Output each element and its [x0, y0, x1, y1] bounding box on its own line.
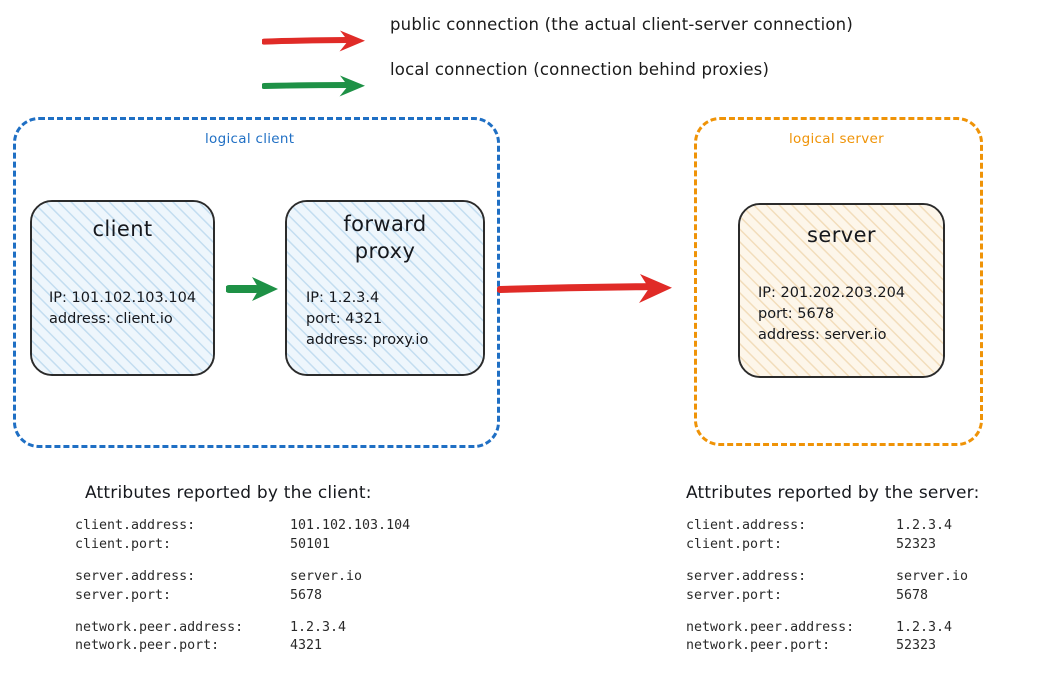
attributes-client-value: 5678: [290, 587, 323, 603]
attributes-client-key: client.address:: [75, 518, 196, 533]
attributes-client-row: network.peer.port: 4321: [75, 637, 410, 656]
attributes-server-group: client.address: 1.2.3.4 client.port: 52323: [686, 517, 980, 555]
connection-client-to-proxy: [226, 277, 278, 301]
attributes-client-value: server.io: [290, 568, 363, 584]
attributes-server-row: client.port: 52323: [686, 536, 980, 555]
attributes-server-row: server.port: 5678: [686, 587, 980, 606]
logical-client-label: logical client: [205, 131, 295, 147]
attributes-client-key: client.port:: [75, 536, 172, 552]
hatch-fill: [32, 202, 213, 374]
attributes-client-value: 4321: [290, 638, 323, 654]
attributes-server-table: client.address: 1.2.3.4 client.port: 52323 s…: [686, 517, 980, 656]
attributes-server-key: server.port:: [686, 587, 783, 603]
attributes-server-group: server.address: server.io server.port: 5678: [686, 568, 980, 606]
attributes-server-key: network.peer.port:: [686, 638, 831, 654]
attributes-server-value: 52323: [896, 638, 937, 654]
node-client[interactable]: client IP: 101.102.103.104 address: clie…: [30, 200, 215, 376]
node-forward-proxy-line: IP: 1.2.3.4: [306, 290, 380, 306]
attributes-server-row: server.address: server.io: [686, 568, 980, 587]
attributes-client-row: client.port: 50101: [75, 536, 410, 555]
attributes-client-value: 50101: [290, 536, 331, 552]
attributes-client-row: server.port: 5678: [75, 587, 410, 606]
attributes-client-key: network.peer.port:: [75, 638, 220, 654]
node-server[interactable]: server IP: 201.202.203.204 port: 5678 ad…: [738, 203, 945, 378]
node-client-line: IP: 101.102.103.104: [49, 290, 197, 306]
attributes-client-value: 101.102.103.104: [290, 518, 411, 533]
node-client-title: client: [92, 217, 153, 241]
attributes-client-value: 1.2.3.4: [290, 619, 347, 635]
arrow-right-icon: [262, 75, 365, 97]
node-forward-proxy-title-line: proxy: [354, 238, 416, 263]
attributes-client-key: server.address:: [75, 568, 196, 584]
attributes-server-row: network.peer.port: 52323: [686, 637, 980, 656]
attributes-server-value: 1.2.3.4: [896, 518, 953, 533]
attributes-client-row: server.address: server.io: [75, 568, 410, 587]
attributes-server-key: client.port:: [686, 536, 783, 552]
attributes-server-key: network.peer.address:: [686, 619, 855, 635]
attributes-client-group: client.address: 101.102.103.104 client.por…: [75, 517, 410, 555]
attributes-client-key: network.peer.address:: [75, 619, 244, 635]
attributes-server-row: network.peer.address: 1.2.3.4: [686, 619, 980, 638]
connection-proxy-to-server: [497, 274, 672, 303]
attributes-client-row: network.peer.address: 1.2.3.4: [75, 619, 410, 638]
logical-server-container: [694, 117, 983, 446]
attributes-client-heading: Attributes reported by the client:: [85, 483, 372, 503]
attributes-server-row: client.address: 1.2.3.4: [686, 517, 980, 536]
hatch-fill: [287, 202, 483, 374]
legend-label-local: local connection (connection behind prox…: [390, 60, 770, 79]
node-server-line: IP: 201.202.203.204: [758, 285, 906, 301]
attributes-client-table: client.address: 101.102.103.104 client.por…: [75, 517, 410, 656]
attributes-server-value: 52323: [896, 536, 937, 552]
attributes-client-row: client.address: 101.102.103.104: [75, 517, 410, 536]
attributes-client-key: server.port:: [75, 587, 172, 603]
attributes-server-block: Attributes reported by the server: clien…: [686, 483, 980, 656]
attributes-server-value: server.io: [896, 568, 969, 584]
attributes-server-value: 5678: [896, 587, 929, 603]
node-forward-proxy-line: address: proxy.io: [306, 332, 429, 349]
node-forward-proxy-details: IP: 1.2.3.4 port: 4321 address: proxy.io: [306, 288, 428, 351]
arrow-right-icon: [262, 30, 365, 52]
logical-server-label: logical server: [789, 131, 885, 147]
legend-label-public: public connection (the actual client-ser…: [390, 15, 853, 34]
attributes-client-block: Attributes reported by the client: clien…: [75, 483, 410, 656]
attributes-server-key: client.address:: [686, 518, 807, 533]
node-server-line: port: 5678: [758, 306, 835, 323]
logical-client-container: [13, 117, 500, 448]
node-client-line: address: client.io: [49, 311, 173, 328]
node-server-title: server: [807, 223, 876, 247]
node-forward-proxy-title-line: forward: [343, 212, 427, 236]
node-forward-proxy-line: port: 4321: [306, 311, 383, 328]
node-server-details: IP: 201.202.203.204 port: 5678 address: …: [758, 283, 905, 346]
attributes-server-value: 1.2.3.4: [896, 619, 953, 635]
node-server-line: address: server.io: [758, 327, 887, 344]
attributes-client-group: server.address: server.io server.port: 5678: [75, 568, 410, 606]
node-client-details: IP: 101.102.103.104 address: client.io: [49, 288, 196, 330]
hatch-fill: [740, 205, 943, 376]
attributes-server-heading: Attributes reported by the server:: [686, 483, 980, 503]
attributes-server-key: server.address:: [686, 568, 807, 584]
